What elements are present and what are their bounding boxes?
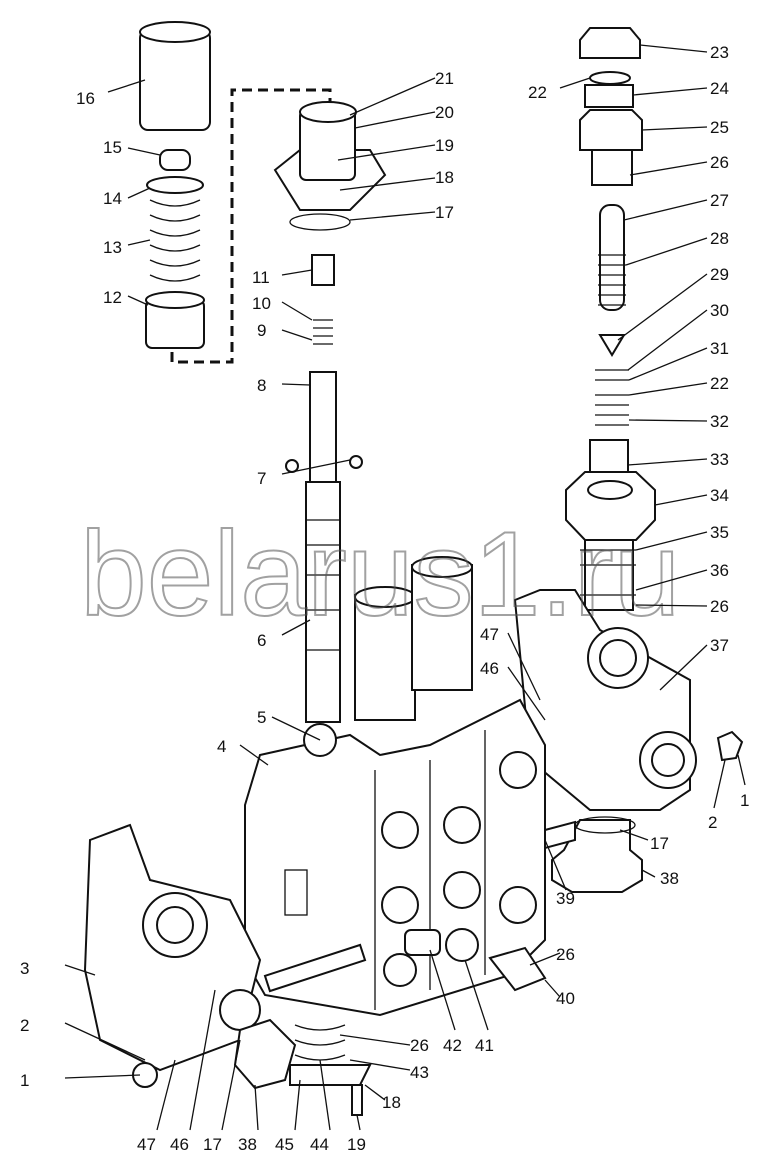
callout-25: 25 (710, 118, 729, 137)
callout-14: 14 (103, 189, 122, 208)
callout-38-right: 38 (660, 869, 679, 888)
callout-32: 32 (710, 412, 729, 431)
callout-6: 6 (257, 631, 266, 650)
relief-valve-assembly (565, 27, 656, 611)
valve-housing-top (273, 101, 387, 231)
callout-19: 19 (435, 136, 454, 155)
callout-17-right: 17 (650, 834, 669, 853)
callout-17-bottom: 17 (203, 1135, 222, 1154)
watermark: belarus1.ru (80, 507, 680, 641)
callout-2-left: 2 (20, 1016, 29, 1035)
callout-18: 18 (435, 168, 454, 187)
callout-44: 44 (310, 1135, 329, 1154)
callout-35: 35 (710, 523, 729, 542)
callout-26d: 26 (410, 1036, 429, 1055)
callout-47-bottom: 47 (137, 1135, 156, 1154)
valve-sections (244, 556, 576, 1017)
callout-30: 30 (710, 301, 729, 320)
callout-15: 15 (103, 138, 122, 157)
callout-28: 28 (710, 229, 729, 248)
callout-13: 13 (103, 238, 122, 257)
callout-46-bottom: 46 (170, 1135, 189, 1154)
callout-10: 10 (252, 294, 271, 313)
callout-36: 36 (710, 561, 729, 580)
callout-20: 20 (435, 103, 454, 122)
callout-26: 26 (710, 153, 729, 172)
callout-22b: 22 (710, 374, 729, 393)
callout-46-mid: 46 (480, 659, 499, 678)
callout-16: 16 (76, 89, 95, 108)
callout-29: 29 (710, 265, 729, 284)
spool (285, 254, 363, 723)
callout-1-left: 1 (20, 1071, 29, 1090)
callout-7: 7 (257, 469, 266, 488)
callout-43: 43 (410, 1063, 429, 1082)
callout-8: 8 (257, 376, 266, 395)
callout-3: 3 (20, 959, 29, 978)
callout-19-bottom: 19 (347, 1135, 366, 1154)
callout-24: 24 (710, 79, 729, 98)
callout-33: 33 (710, 450, 729, 469)
callout-26b: 26 (710, 597, 729, 616)
callout-31: 31 (710, 339, 729, 358)
callout-27: 27 (710, 191, 729, 210)
callout-1-right: 1 (740, 791, 749, 810)
end-body-left (83, 823, 547, 1116)
callout-26c: 26 (556, 945, 575, 964)
callout-22: 22 (528, 83, 547, 102)
callout-42: 42 (443, 1036, 462, 1055)
callout-37: 37 (710, 636, 729, 655)
callout-34: 34 (710, 486, 729, 505)
callout-11: 11 (252, 268, 270, 287)
callout-18-bottom: 18 (382, 1093, 401, 1112)
callout-47-mid: 47 (480, 625, 499, 644)
callout-23: 23 (710, 43, 729, 62)
leader-lines (64, 44, 746, 1131)
callout-9: 9 (257, 321, 266, 340)
callout-5: 5 (257, 708, 266, 727)
callout-45: 45 (275, 1135, 294, 1154)
callout-38-bottom: 38 (238, 1135, 257, 1154)
callout-12: 12 (103, 288, 122, 307)
callout-41: 41 (475, 1036, 494, 1055)
callout-labels: 16 15 14 13 12 21 20 19 18 17 11 10 9 8 … (20, 43, 749, 1154)
cap-assembly (139, 21, 211, 349)
callout-40: 40 (556, 989, 575, 1008)
callout-21: 21 (435, 69, 454, 88)
callout-4: 4 (217, 737, 226, 756)
callout-39: 39 (556, 889, 575, 908)
connection-dashed-line (170, 88, 332, 364)
callout-17: 17 (435, 203, 454, 222)
callout-2-right: 2 (708, 813, 717, 832)
